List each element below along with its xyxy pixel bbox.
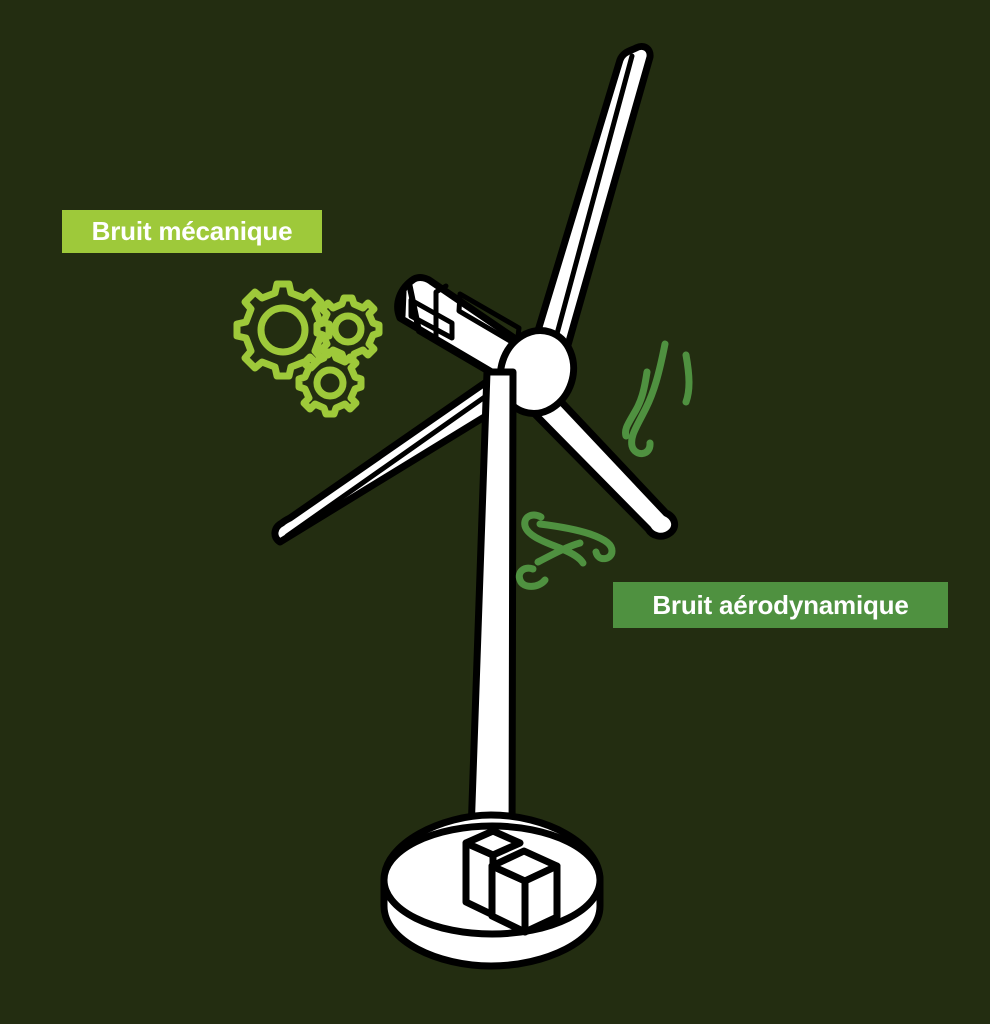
base-cube-right <box>488 847 561 936</box>
gear-small-bottom-icon <box>295 348 365 418</box>
wind-swirl-vertical-icon <box>622 340 693 457</box>
wind-swirl-horizontal-icon <box>515 511 616 590</box>
gear-large-icon <box>233 280 333 380</box>
tower <box>466 368 517 866</box>
blade-upper <box>526 42 654 372</box>
callout-label-mechanical: Bruit mécanique <box>91 216 293 246</box>
callout-badge-mechanical[interactable]: Bruit mécanique <box>62 210 322 253</box>
rotor-hub <box>496 327 578 417</box>
gears-icon-group <box>233 280 383 418</box>
callout-label-aerodynamic: Bruit aérodynamique <box>652 589 909 620</box>
callout-badge-aerodynamic[interactable]: Bruit aérodynamique <box>613 582 948 628</box>
wind-swirl-group <box>515 340 693 590</box>
wind-turbine-group <box>271 42 679 970</box>
